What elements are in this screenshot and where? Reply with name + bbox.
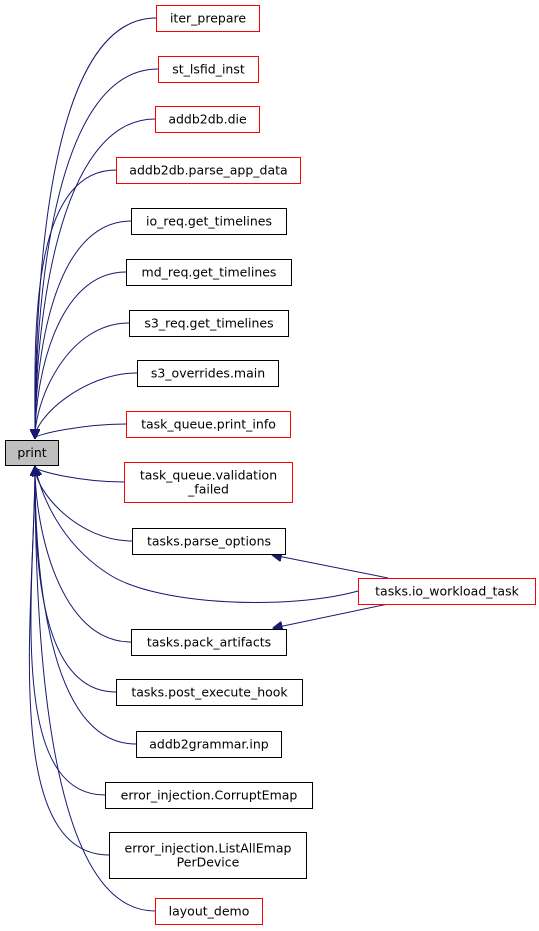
node-label: print [17, 445, 46, 460]
node-box [358, 578, 536, 605]
edge-error_injection_ListAllEmapPerDevice-to-print [28, 467, 110, 856]
node-tasks-io-workload-task[interactable]: tasks.io_workload_task [358, 578, 536, 605]
edge-addb2db_parse_app_data-to-print [35, 169, 117, 438]
node-label: io_req.get_timelines [146, 214, 272, 229]
edge-st_lsfid_inst-to-print [35, 68, 159, 438]
node-label: s3_overrides.main [151, 366, 265, 381]
edge-tasks_pack_artifacts-to-print [35, 467, 132, 643]
node-print-focus: print [5, 440, 59, 466]
node-label: PerDevice [177, 855, 240, 870]
node-box [131, 629, 287, 656]
node-box [116, 679, 303, 706]
edge-s3_overrides_main-to-print [35, 372, 138, 438]
edge-s3_req_get_timelines-to-print [35, 322, 130, 438]
edge-task_queue_validation_failed-to-print [35, 467, 125, 483]
node-box [158, 56, 259, 83]
node-box [155, 106, 260, 133]
node-task-queue-print-info[interactable]: task_queue.print_info [126, 411, 291, 438]
edge-md_req_get_timelines-to-print [35, 271, 127, 438]
node-label: error_injection.ListAllEmap [125, 841, 292, 856]
edge-tasks_io_workload_task-to-tasks_pack_artifacts [274, 603, 389, 628]
node-label: _failed [187, 482, 229, 497]
edge-addb2db_die-to-print [35, 118, 156, 438]
node-box [156, 5, 260, 32]
node-label: layout_demo [169, 904, 250, 919]
node-label: tasks.post_execute_hook [131, 685, 288, 700]
edge-error_injection_CorruptEmap-to-print [31, 467, 106, 796]
edge-tasks_io_workload_task-to-print [35, 467, 359, 603]
edge-task_queue_print_info-to-print [35, 423, 127, 438]
node-box [5, 440, 59, 466]
node-iter-prepare[interactable]: iter_prepare [156, 5, 260, 32]
nodes-layer: print iter_prepare st_lsfid_inst addb2db.di… [5, 5, 536, 925]
node-tasks-pack-artifacts[interactable]: tasks.pack_artifacts [131, 629, 287, 656]
node-addb2db-die[interactable]: addb2db.die [155, 106, 260, 133]
node-label: task_queue.print_info [141, 417, 276, 432]
node-addb2db-parse-app-data[interactable]: addb2db.parse_app_data [116, 157, 301, 184]
edge-tasks_post_execute_hook-to-print [35, 467, 117, 693]
node-label: addb2db.parse_app_data [129, 163, 287, 178]
node-tasks-post-execute-hook[interactable]: tasks.post_execute_hook [116, 679, 303, 706]
node-s3-req-get-timelines[interactable]: s3_req.get_timelines [129, 310, 289, 337]
node-box [126, 259, 292, 286]
node-addb2grammar-inp[interactable]: addb2grammar.inp [136, 731, 282, 758]
node-box [131, 208, 287, 235]
node-tasks-parse-options[interactable]: tasks.parse_options [132, 528, 286, 555]
edge-io_req_get_timelines-to-print [35, 220, 132, 438]
node-label: tasks.pack_artifacts [147, 635, 271, 650]
node-io-req-get-timelines[interactable]: io_req.get_timelines [131, 208, 287, 235]
node-box [132, 528, 286, 555]
node-layout-demo[interactable]: layout_demo [155, 898, 263, 925]
node-label: addb2db.die [168, 112, 247, 127]
edge-tasks_io_workload_task-to-tasks_parse_options [273, 555, 389, 579]
node-label: tasks.parse_options [147, 534, 271, 549]
node-label: md_req.get_timelines [142, 265, 277, 280]
node-box [109, 832, 307, 879]
node-label: addb2grammar.inp [149, 737, 269, 752]
edges-layer [28, 17, 389, 912]
node-label: task_queue.validation [140, 468, 277, 483]
node-md-req-get-timelines[interactable]: md_req.get_timelines [126, 259, 292, 286]
node-box [116, 157, 301, 184]
edge-layout_demo-to-print [35, 467, 156, 912]
node-st-lsfid-inst[interactable]: st_lsfid_inst [158, 56, 259, 83]
node-label: error_injection.CorruptEmap [121, 788, 298, 803]
node-box [129, 310, 289, 337]
node-label: st_lsfid_inst [172, 62, 245, 77]
node-label: iter_prepare [170, 11, 246, 26]
node-box [137, 360, 279, 387]
node-box [155, 898, 263, 925]
edge-tasks_parse_options-to-print [35, 467, 133, 542]
node-box [124, 462, 293, 503]
node-label: tasks.io_workload_task [375, 584, 519, 599]
node-box [126, 411, 291, 438]
node-box [105, 782, 313, 809]
node-label: s3_req.get_timelines [144, 316, 273, 331]
node-error-injection-CorruptEmap[interactable]: error_injection.CorruptEmap [105, 782, 313, 809]
node-s3-overrides-main[interactable]: s3_overrides.main [137, 360, 279, 387]
node-task-queue-validation-failed[interactable]: task_queue.validation_failed [124, 462, 293, 503]
node-box [136, 731, 282, 758]
